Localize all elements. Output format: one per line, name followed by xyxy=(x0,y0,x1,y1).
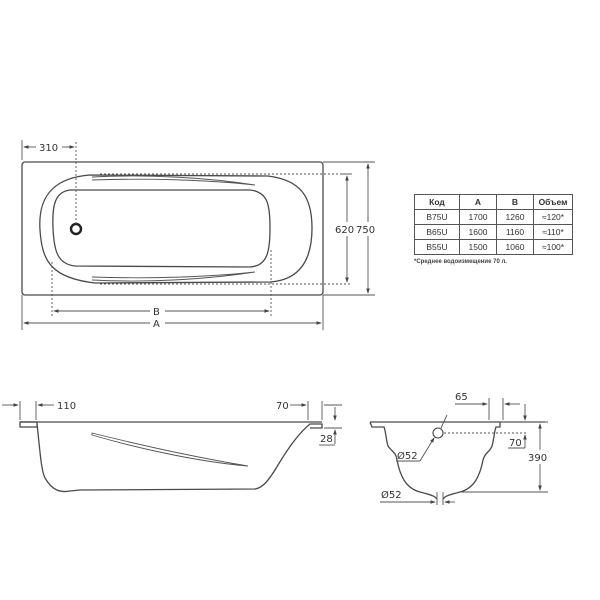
cell-a: 1700 xyxy=(459,209,497,225)
dim-end-70-label: 70 xyxy=(509,438,522,449)
table-row: B75U 1700 1260 ≈120* xyxy=(414,209,573,225)
cell-a: 1600 xyxy=(459,224,497,240)
overflow-leader-top xyxy=(440,414,448,429)
basin-outer-contour xyxy=(39,174,313,284)
overflow-diameter-label: Ø52 xyxy=(397,450,418,462)
cell-b: 1160 xyxy=(496,224,534,240)
cell-b: 1060 xyxy=(496,239,534,255)
dim-65-label: 65 xyxy=(455,392,468,403)
header-b: B xyxy=(496,194,534,210)
dim-620-label: 620 xyxy=(335,225,354,236)
dim-28-label: 28 xyxy=(320,434,333,445)
cell-code: B65U xyxy=(414,224,460,240)
armrest-top xyxy=(91,175,256,186)
overflow-leader xyxy=(419,437,435,462)
table-row: B65U 1600 1160 ≈110* xyxy=(414,224,573,240)
top-view: 310 620 750 B A xyxy=(21,140,375,330)
overflow-icon xyxy=(432,427,444,439)
header-volume: Объем xyxy=(533,194,573,210)
spec-table-header-row: Код A B Объем xyxy=(414,194,573,210)
dim-b-label: B xyxy=(153,307,160,318)
table-row: B55U 1500 1060 ≈100* xyxy=(414,239,573,255)
end-profile xyxy=(369,421,501,500)
left-rim-lip xyxy=(19,421,38,428)
dim-a-label: A xyxy=(153,319,160,330)
cell-code: B75U xyxy=(414,209,460,225)
end-view: Ø52 Ø52 65 70 390 xyxy=(369,392,548,505)
outer-rim xyxy=(21,161,324,296)
cell-b: 1260 xyxy=(496,209,534,225)
table-footnote: *Среднее водоизмещение 70 л. xyxy=(414,259,507,265)
cell-volume: ≈100* xyxy=(533,239,573,255)
side-view: 110 70 28 xyxy=(2,401,342,493)
header-code: Код xyxy=(414,194,460,210)
dim-110-label: 110 xyxy=(57,401,76,412)
drain-diameter-label: Ø52 xyxy=(381,489,402,501)
cell-code: B55U xyxy=(414,239,460,255)
armrest-bottom xyxy=(91,271,256,282)
basin-inner-contour xyxy=(52,189,271,268)
spec-table: Код A B Объем B75U 1700 1260 ≈120* B65U … xyxy=(414,194,573,255)
dim-390-label: 390 xyxy=(528,453,547,464)
dim-310-label: 310 xyxy=(39,143,58,154)
backrest-line xyxy=(91,432,249,467)
side-profile xyxy=(36,423,323,493)
cell-volume: ≈120* xyxy=(533,209,573,225)
dim-750-label: 750 xyxy=(356,225,375,236)
dim-70-label: 70 xyxy=(276,401,289,412)
cell-volume: ≈110* xyxy=(533,224,573,240)
cell-a: 1500 xyxy=(459,239,497,255)
header-a: A xyxy=(459,194,497,210)
drain-icon xyxy=(69,222,83,236)
